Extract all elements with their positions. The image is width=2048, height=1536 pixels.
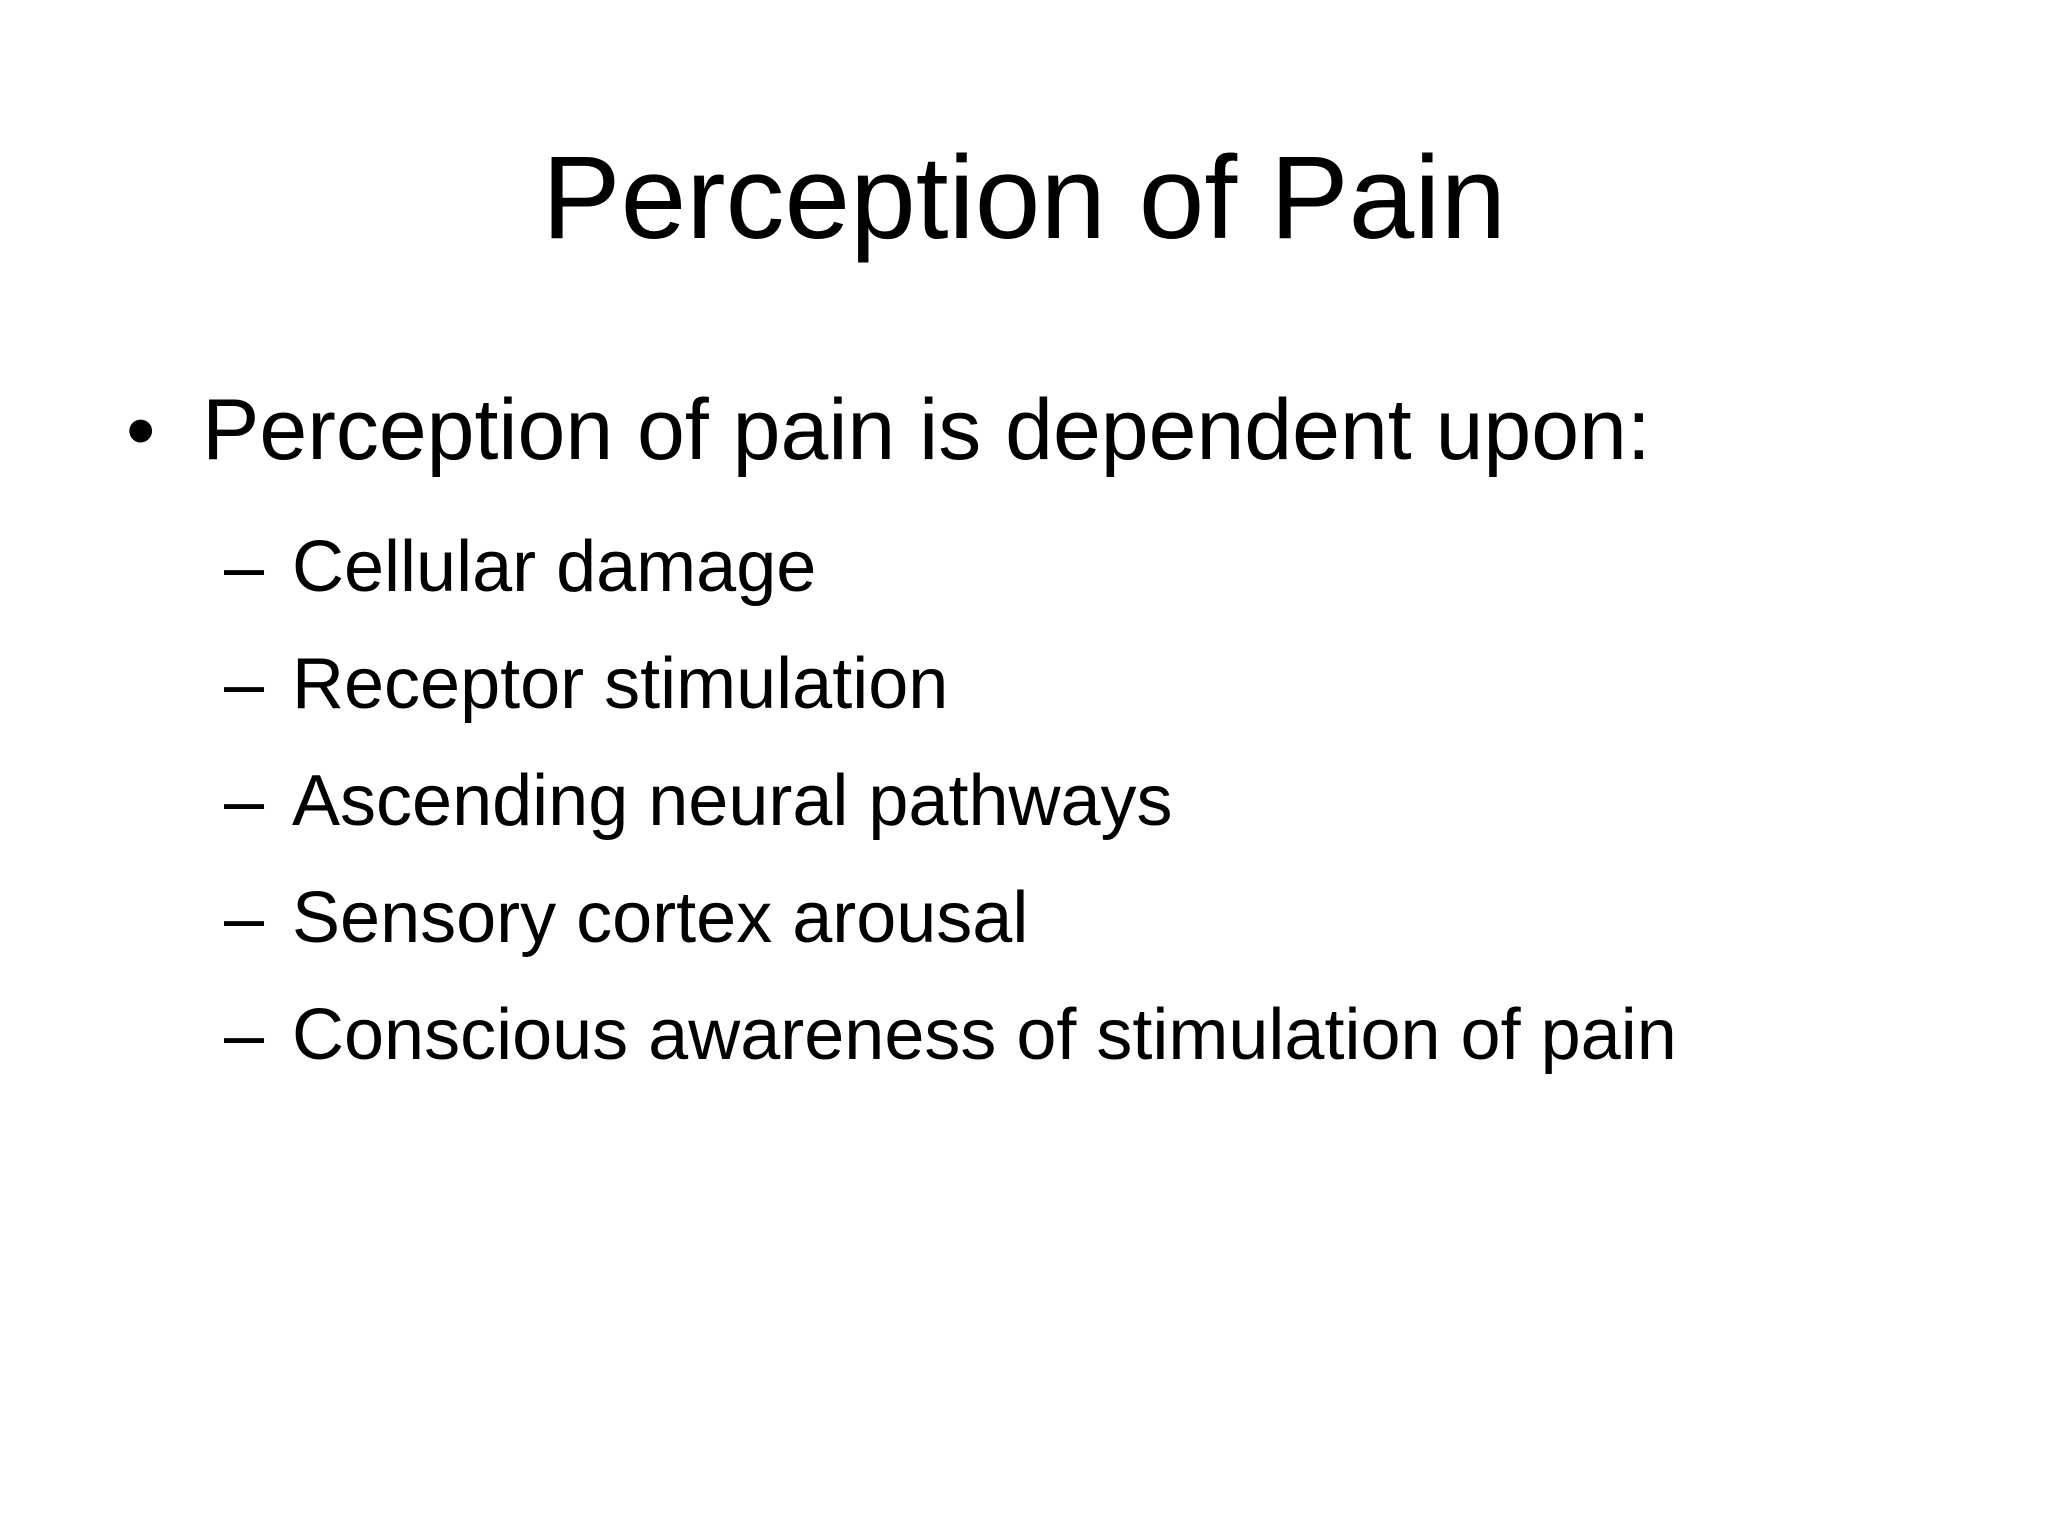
sub-bullet-text: Cellular damage: [292, 526, 817, 607]
sub-bullet-text: Receptor stimulation: [292, 643, 949, 724]
slide-title: Perception of Pain: [541, 132, 1507, 264]
sub-bullet-item: – Cellular damage: [224, 508, 1677, 625]
dash-marker: –: [224, 994, 265, 1075]
sub-bullet-list: – Cellular damage – Receptor stimulation…: [224, 508, 1677, 1093]
dash-marker: –: [224, 526, 265, 607]
dash-marker: –: [224, 643, 265, 724]
sub-bullet-item: – Sensory cortex arousal: [224, 859, 1677, 976]
sub-bullet-item: – Receptor stimulation: [224, 625, 1677, 742]
sub-bullet-item: – Ascending neural pathways: [224, 742, 1677, 859]
sub-bullet-text: Sensory cortex arousal: [292, 877, 1029, 958]
dash-marker: –: [224, 760, 265, 841]
sub-bullet-text: Ascending neural pathways: [292, 760, 1173, 841]
main-bullet: • Perception of pain is dependent upon:: [126, 380, 1651, 480]
sub-bullet-item: – Conscious awareness of stimulation of …: [224, 976, 1677, 1093]
main-bullet-text: Perception of pain is dependent upon:: [202, 382, 1651, 478]
dash-marker: –: [224, 877, 265, 958]
bullet-marker: •: [126, 383, 156, 477]
sub-bullet-text: Conscious awareness of stimulation of pa…: [292, 994, 1677, 1075]
